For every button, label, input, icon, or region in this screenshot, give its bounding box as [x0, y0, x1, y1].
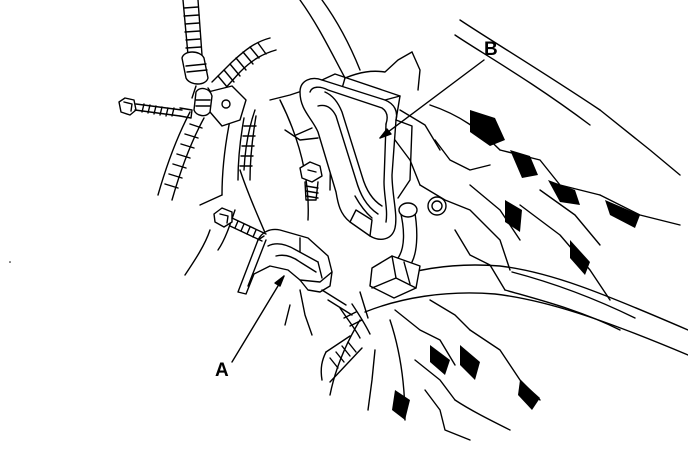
- hose-connector: [370, 256, 420, 298]
- bolt-left-a: [214, 208, 266, 241]
- callout-label-b: B: [484, 39, 498, 60]
- wiring-harness-lower: [158, 112, 256, 200]
- breather-pipe: [398, 197, 446, 262]
- mount-bracket-b: [296, 74, 412, 239]
- leader-line-a: [232, 276, 284, 362]
- bolt-center: [300, 162, 322, 200]
- wiring-harness-bottom: [321, 290, 370, 382]
- bolt-upper-left: [119, 98, 192, 118]
- leader-line-b: [380, 60, 484, 138]
- speck: [9, 261, 11, 263]
- engine-housing-outline: [185, 0, 680, 440]
- wiring-harness-upper: [182, 0, 276, 100]
- shaded-housing-parts: [392, 110, 640, 420]
- bracket-a: [238, 229, 332, 294]
- wiring-clip: [194, 86, 246, 126]
- callout-label-a: A: [215, 360, 229, 381]
